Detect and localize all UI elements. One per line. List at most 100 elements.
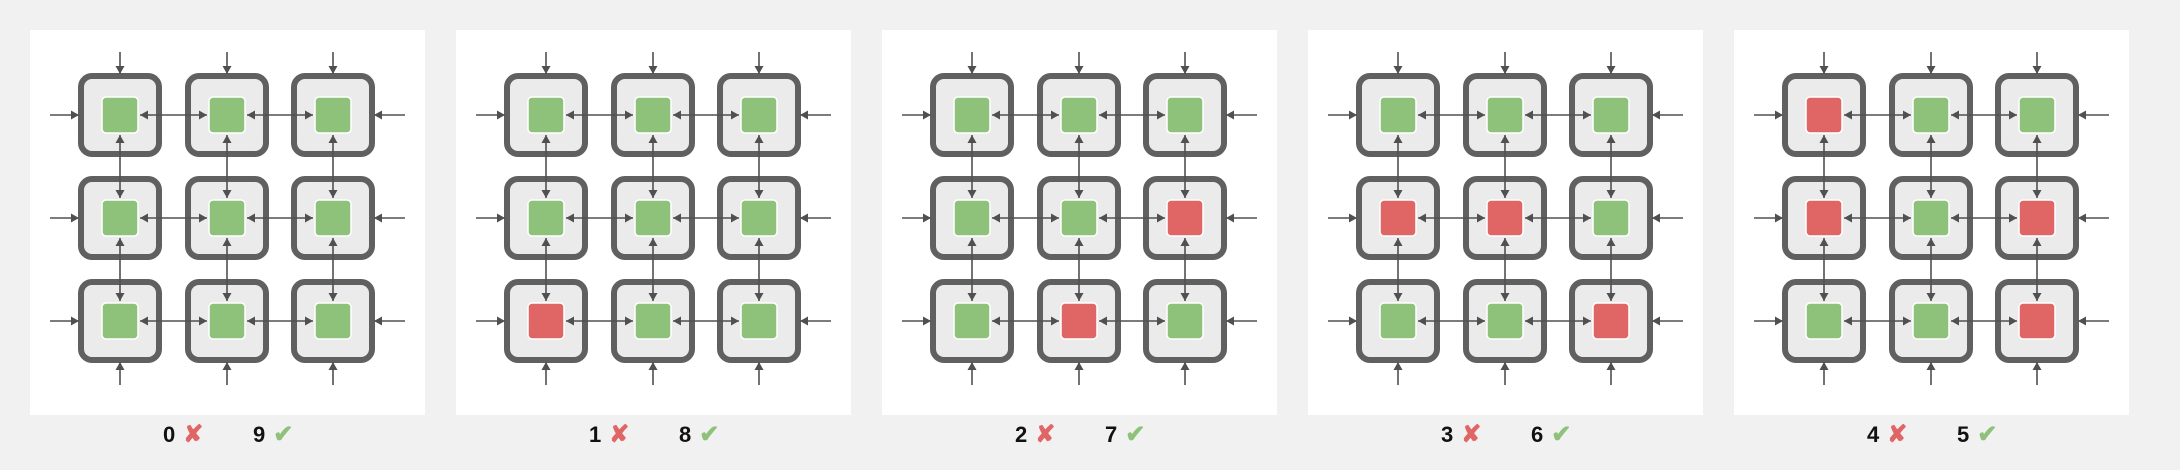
- arrowhead: [754, 362, 764, 370]
- arrows: [476, 52, 831, 385]
- node-grid: [1328, 52, 1683, 385]
- arrowhead: [1926, 66, 1936, 74]
- arrowhead: [967, 66, 977, 74]
- node-ok: [953, 199, 991, 237]
- arrowhead: [648, 293, 658, 301]
- arrowhead: [1775, 213, 1783, 223]
- arrowhead: [222, 238, 232, 246]
- ok-count-group: 5 ✔: [1957, 420, 1997, 450]
- arrowhead: [222, 190, 232, 198]
- arrowhead: [115, 190, 125, 198]
- cross-icon: ✘: [1035, 421, 1056, 448]
- arrowhead: [1819, 66, 1829, 74]
- node-ok: [634, 302, 672, 340]
- node-ok: [740, 199, 778, 237]
- node-failed: [1486, 199, 1524, 237]
- arrowhead: [1525, 110, 1533, 120]
- arrowhead: [1393, 190, 1403, 198]
- arrowhead: [1477, 213, 1485, 223]
- arrowhead: [1180, 135, 1190, 143]
- arrows: [50, 52, 405, 385]
- arrowhead: [648, 135, 658, 143]
- arrowhead: [2078, 213, 2086, 223]
- arrowhead: [1606, 135, 1616, 143]
- arrowhead: [1349, 316, 1357, 326]
- arrowhead: [1951, 213, 1959, 223]
- arrowhead: [222, 293, 232, 301]
- ok-count-group: 9 ✔: [253, 420, 293, 450]
- arrowhead: [1477, 110, 1485, 120]
- arrowhead: [1583, 110, 1591, 120]
- arrowhead: [1349, 213, 1357, 223]
- arrowhead: [374, 110, 382, 120]
- arrowhead: [1583, 213, 1591, 223]
- arrowhead: [1393, 66, 1403, 74]
- arrowhead: [992, 316, 1000, 326]
- arrowhead: [1157, 110, 1165, 120]
- arrowhead: [2009, 110, 2017, 120]
- arrowhead: [115, 135, 125, 143]
- arrowhead: [754, 293, 764, 301]
- arrowhead: [2032, 238, 2042, 246]
- arrowhead: [1500, 190, 1510, 198]
- arrowhead: [2032, 293, 2042, 301]
- node-ok: [1379, 96, 1417, 134]
- failed-count: 1: [589, 422, 602, 447]
- arrowhead: [1180, 362, 1190, 370]
- arrowhead: [1074, 66, 1084, 74]
- arrowhead: [374, 213, 382, 223]
- arrowhead: [115, 362, 125, 370]
- arrowhead: [1393, 238, 1403, 246]
- arrowhead: [1775, 110, 1783, 120]
- node-cell: [1143, 279, 1227, 363]
- grid-panel-4: 3 ✘ 6 ✔: [1308, 30, 1703, 448]
- arrowhead: [541, 362, 551, 370]
- arrowhead: [967, 362, 977, 370]
- arrowhead: [497, 110, 505, 120]
- arrowhead: [1844, 110, 1852, 120]
- arrowhead: [374, 316, 382, 326]
- arrowhead: [1652, 213, 1660, 223]
- node-ok: [314, 199, 352, 237]
- arrowhead: [1606, 362, 1616, 370]
- counts-row: 1 ✘ 8 ✔: [456, 420, 851, 450]
- node-ok: [1912, 199, 1950, 237]
- counts-row: 0 ✘ 9 ✔: [30, 420, 425, 450]
- arrowhead: [1226, 316, 1234, 326]
- arrowhead: [673, 316, 681, 326]
- arrowhead: [1099, 316, 1107, 326]
- arrowhead: [497, 213, 505, 223]
- node-ok: [314, 96, 352, 134]
- arrowhead: [1525, 213, 1533, 223]
- failed-count-group: 3 ✘: [1441, 420, 1481, 450]
- node-grid: [50, 52, 405, 385]
- arrowhead: [1652, 316, 1660, 326]
- counts-row: 3 ✘ 6 ✔: [1308, 420, 1703, 450]
- arrowhead: [1393, 293, 1403, 301]
- arrowhead: [1418, 213, 1426, 223]
- arrowhead: [541, 135, 551, 143]
- arrowhead: [115, 293, 125, 301]
- arrowhead: [1926, 190, 1936, 198]
- arrowhead: [71, 110, 79, 120]
- cross-icon: ✘: [183, 421, 204, 448]
- ok-count: 8: [679, 422, 692, 447]
- cross-icon: ✘: [1887, 421, 1908, 448]
- arrowhead: [1226, 213, 1234, 223]
- arrowhead: [566, 110, 574, 120]
- arrowhead: [1180, 66, 1190, 74]
- arrowhead: [541, 293, 551, 301]
- grid-panel-5: 4 ✘ 5 ✔: [1734, 30, 2129, 448]
- arrowhead: [1606, 293, 1616, 301]
- failed-count: 3: [1441, 422, 1454, 447]
- arrowhead: [1074, 293, 1084, 301]
- arrowhead: [625, 213, 633, 223]
- ok-count: 9: [253, 422, 266, 447]
- arrowhead: [1652, 110, 1660, 120]
- arrowhead: [1500, 293, 1510, 301]
- arrowhead: [648, 190, 658, 198]
- arrowhead: [71, 316, 79, 326]
- node-ok: [634, 199, 672, 237]
- arrowhead: [328, 66, 338, 74]
- node-ok: [953, 302, 991, 340]
